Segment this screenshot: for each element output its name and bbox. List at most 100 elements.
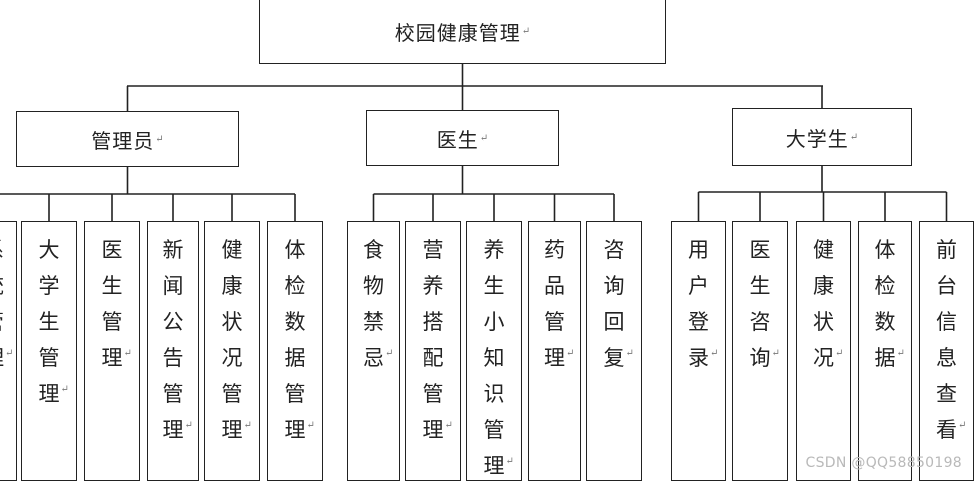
leaf-char: 据 [284,346,306,370]
leaf-box-2-1: 食物禁忌↵ [347,221,400,481]
leaf-char: 登 [688,310,709,334]
leaf-box-1-1-label: 系统管理↵ [0,232,16,376]
paragraph-mark-icon: ↵ [566,348,575,359]
leaf-char: 咨 [603,238,625,262]
leaf-char: 理↵ [39,376,69,412]
paragraph-mark-icon: ↵ [60,384,69,395]
leaf-char: 食 [363,238,384,262]
leaf-box-2-4: 药品管理↵ [528,221,581,481]
leaf-char: 管 [162,382,184,406]
leaf-char: 养 [483,238,505,262]
leaf-box-3-3-label: 健康状况↵ [797,232,850,376]
paragraph-mark-icon: ↵ [479,132,489,144]
branch-box-2: 医生↵ [366,110,559,166]
leaf-char: 生 [749,274,771,298]
leaf-char: 生 [38,310,60,334]
paragraph-mark-icon: ↵ [155,133,164,145]
leaf-char: 况 [221,346,243,370]
leaf-char: 营 [422,238,444,262]
leaf-char: 理↵ [484,448,514,480]
paragraph-mark-icon: ↵ [835,348,844,359]
leaf-char: 询↵ [750,340,780,376]
leaf-char: 配 [422,346,444,370]
leaf-char: 知 [483,346,505,370]
leaf-char: 生 [101,274,123,298]
leaf-char: 复↵ [604,340,634,376]
branch-box-1-label: 管理员 [91,128,155,153]
leaf-char: 大 [38,238,60,262]
leaf-box-2-2: 营养搭配管理↵ [405,221,461,481]
leaf-char: 体 [874,238,896,262]
leaf-box-3-4: 体检数据↵ [858,221,912,481]
leaf-char: 况↵ [813,340,843,376]
leaf-char: 康 [813,274,834,298]
leaf-char: 系 [0,232,4,268]
leaf-char: 管 [101,310,123,334]
leaf-char: 管 [221,382,243,406]
branch-box-3-label: 大学生 [785,126,849,151]
leaf-char: 药 [544,238,565,262]
leaf-char: 体 [284,238,306,262]
leaf-char: 搭 [422,310,444,334]
root-box: 校园健康管理↵ [259,0,666,64]
leaf-char: 用 [688,238,709,262]
paragraph-mark-icon: ↵ [710,348,719,359]
paragraph-mark-icon: ↵ [5,348,14,359]
leaf-char: 告 [162,346,184,370]
root-box-label: 校园健康管理 [394,20,521,45]
leaf-box-1-2: 大学生管理↵ [21,221,77,481]
leaf-char: 生 [483,274,505,298]
leaf-char: 医 [749,238,771,262]
leaf-char: 息 [936,346,957,370]
leaf-char: 信 [936,310,957,334]
leaf-box-3-5-label: 前台信息查看↵ [920,232,973,448]
leaf-char: 检 [874,274,896,298]
leaf-char: 台 [936,274,957,298]
branch-box-2-label: 医生 [436,127,479,152]
leaf-char: 新 [162,238,184,262]
leaf-box-3-3: 健康状况↵ [796,221,851,481]
leaf-char: 回 [603,310,625,334]
paragraph-mark-icon: ↵ [184,420,193,431]
leaf-char: 理↵ [222,412,252,448]
leaf-char: 查 [936,382,957,406]
leaf-char: 理↵ [163,412,193,448]
leaf-char: 状 [221,310,243,334]
leaf-box-2-5-label: 咨询回复↵ [587,232,641,376]
paragraph-mark-icon: ↵ [444,420,453,431]
paragraph-mark-icon: ↵ [521,25,531,37]
branch-box-3: 大学生↵ [732,108,912,166]
leaf-box-2-3: 养生小知识管理↵ [466,221,522,481]
leaf-char: 养 [422,274,444,298]
leaf-box-3-5: 前台信息查看↵ [919,221,974,481]
leaf-char: 识 [483,382,505,406]
leaf-char: 咨 [749,310,771,334]
leaf-char: 健 [813,238,834,262]
leaf-char: 状 [813,310,834,334]
watermark: CSDN @QQ58850198 [805,455,962,471]
paragraph-mark-icon: ↵ [243,420,252,431]
paragraph-mark-icon: ↵ [306,420,315,431]
leaf-char: 禁 [363,310,384,334]
leaf-box-1-3: 医生管理↵ [84,221,140,481]
leaf-char: 管 [483,418,505,442]
leaf-char: 管 [0,304,4,340]
leaf-char: 管 [422,382,444,406]
leaf-box-1-5-label: 健康状况管理↵ [205,232,259,448]
leaf-box-2-5: 咨询回复↵ [586,221,642,481]
leaf-box-3-1: 用户登录↵ [671,221,726,481]
leaf-char: 理↵ [285,412,315,448]
leaf-box-2-3-label: 养生小知识管理↵ [467,232,521,480]
leaf-char: 康 [221,274,243,298]
leaf-box-1-1: 系统管理↵ [0,221,17,481]
leaf-box-1-6: 体检数据管理↵ [267,221,323,481]
paragraph-mark-icon: ↵ [505,456,514,467]
leaf-char: 物 [363,274,384,298]
leaf-char: 统 [0,268,4,304]
leaf-char: 理↵ [0,340,13,376]
paragraph-mark-icon: ↵ [625,348,634,359]
leaf-char: 健 [221,238,243,262]
paragraph-mark-icon: ↵ [896,348,905,359]
leaf-box-1-4: 新闻公告管理↵ [147,221,199,481]
leaf-char: 管 [544,310,565,334]
